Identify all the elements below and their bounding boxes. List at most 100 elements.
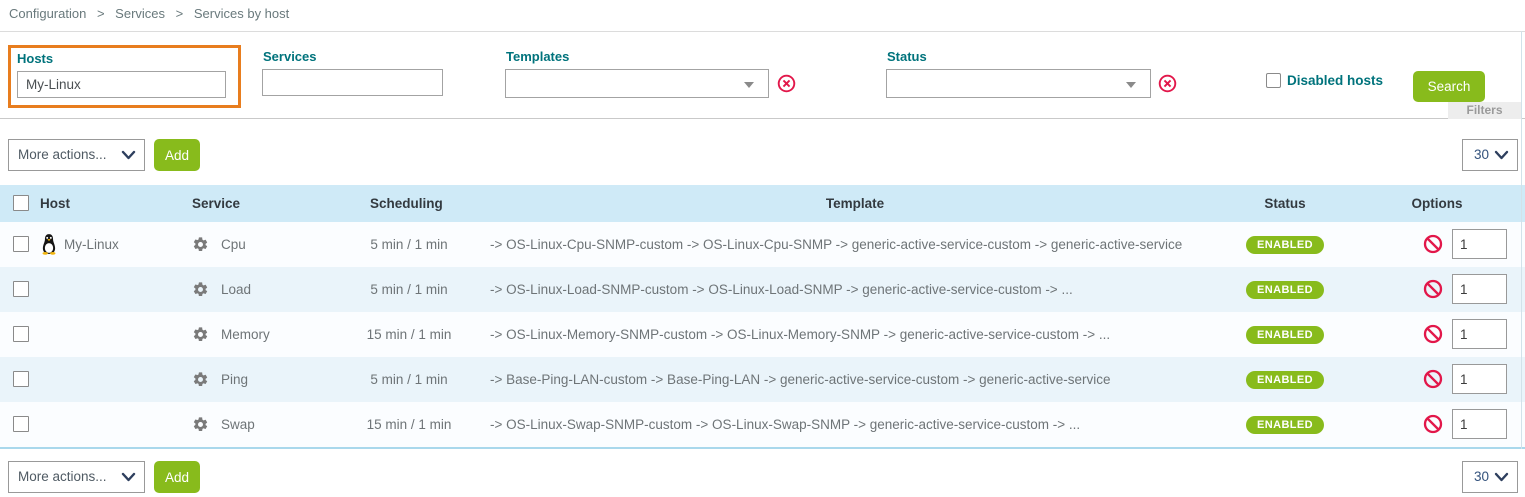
select-all-checkbox[interactable] [13,195,29,211]
scheduling-value: 5 min / 1 min [370,372,448,387]
chevron-down-icon [121,472,136,482]
row-checkbox[interactable] [13,416,29,432]
templates-filter-label: Templates [506,49,570,64]
host-name[interactable]: My-Linux [64,237,119,252]
gear-icon [193,417,208,432]
triangle-down-icon [744,82,754,88]
column-header-options: Options [1411,196,1463,211]
circled-x-icon[interactable] [777,74,796,93]
prohibited-icon[interactable] [1423,324,1443,344]
scheduling-value: 5 min / 1 min [370,282,448,297]
template-chain: -> OS-Linux-Cpu-SNMP-custom -> OS-Linux-… [490,237,1183,252]
scheduling-value: 15 min / 1 min [366,417,452,432]
options-count-input[interactable] [1452,364,1507,394]
status-cell: ENABLED [1237,357,1333,402]
row-checkbox[interactable] [13,236,29,252]
table-row: Swap 15 min / 1 min -> OS-Linux-Swap-SNM… [0,402,1525,447]
template-chain: -> OS-Linux-Load-SNMP-custom -> OS-Linux… [490,282,1073,297]
column-header-service: Service [192,196,241,211]
status-badge: ENABLED [1246,371,1324,390]
gear-icon [193,372,208,387]
service-name[interactable]: Ping [221,372,249,387]
filters-tab-label: Filters [1448,102,1521,119]
breadcrumb-item-services[interactable]: Services [115,6,166,21]
column-header-scheduling: Scheduling [370,196,443,211]
breadcrumb: Configuration > Services > Services by h… [9,6,289,21]
templates-filter-select[interactable] [505,69,769,98]
scheduling-value: 15 min / 1 min [366,327,452,342]
tux-penguin-icon [42,234,56,255]
service-name[interactable]: Swap [221,417,255,432]
add-button[interactable]: Add [154,139,200,171]
gear-icon [193,237,208,252]
status-filter-select[interactable] [886,69,1151,98]
options-count-input[interactable] [1452,274,1507,304]
column-header-template: Template [825,196,885,211]
row-checkbox[interactable] [13,326,29,342]
options-count-input[interactable] [1452,229,1507,259]
prohibited-icon[interactable] [1423,369,1443,389]
services-filter-label: Services [263,49,317,64]
row-checkbox[interactable] [13,281,29,297]
chevron-down-icon [1494,472,1509,482]
template-chain: -> OS-Linux-Memory-SNMP-custom -> OS-Lin… [490,327,1111,342]
breadcrumb-separator: > [96,6,105,21]
prohibited-icon[interactable] [1423,279,1443,299]
status-cell: ENABLED [1237,402,1333,447]
status-badge: ENABLED [1246,326,1324,345]
status-badge: ENABLED [1246,281,1324,300]
breadcrumb-item-services-by-host[interactable]: Services by host [193,6,290,21]
status-cell: ENABLED [1237,267,1333,312]
status-cell: ENABLED [1237,222,1333,267]
filter-panel: Hosts Services Templates Status Disabled… [0,31,1525,119]
page-size-select[interactable]: 30 [1462,461,1518,493]
circled-x-icon[interactable] [1158,74,1177,93]
page-size-value: 30 [1474,469,1490,484]
disabled-hosts-checkbox[interactable] [1266,73,1281,88]
panel-right-border [1521,31,1522,449]
service-name[interactable]: Cpu [221,237,246,252]
template-chain: -> Base-Ping-LAN-custom -> Base-Ping-LAN… [490,372,1111,387]
disabled-hosts-label: Disabled hosts [1287,73,1384,88]
table-header: Host Service Scheduling Template Status … [0,185,1525,222]
more-actions-select[interactable]: More actions... [8,139,145,171]
template-chain: -> OS-Linux-Swap-SNMP-custom -> OS-Linux… [490,417,1081,432]
more-actions-value: More actions... [18,469,107,484]
column-header-status: Status [1264,196,1306,211]
hosts-filter-input[interactable] [17,71,226,98]
status-badge: ENABLED [1246,416,1324,435]
prohibited-icon[interactable] [1423,414,1443,434]
search-button[interactable]: Search [1413,71,1485,102]
options-count-input[interactable] [1452,319,1507,349]
options-count-input[interactable] [1452,409,1507,439]
page-size-value: 30 [1474,147,1490,162]
table-bottom-border [0,447,1525,449]
scheduling-value: 5 min / 1 min [370,237,448,252]
chevron-down-icon [1494,150,1509,160]
prohibited-icon[interactable] [1423,234,1443,254]
service-name[interactable]: Memory [221,327,270,342]
table-row: Ping 5 min / 1 min -> Base-Ping-LAN-cust… [0,357,1525,402]
gear-icon [193,327,208,342]
status-filter-label: Status [887,49,927,64]
column-header-host: Host [40,196,70,211]
gear-icon [193,282,208,297]
triangle-down-icon [1126,82,1136,88]
add-button[interactable]: Add [154,461,200,493]
status-cell: ENABLED [1237,312,1333,357]
row-checkbox[interactable] [13,371,29,387]
service-name[interactable]: Load [221,282,252,297]
hosts-filter-label: Hosts [17,51,54,66]
hosts-filter-highlight-box: Hosts [8,45,241,108]
services-filter-input[interactable] [262,69,443,96]
breadcrumb-item-configuration[interactable]: Configuration [9,6,87,21]
chevron-down-icon [121,150,136,160]
more-actions-select[interactable]: More actions... [8,461,145,493]
more-actions-value: More actions... [18,147,107,162]
breadcrumb-separator: > [175,6,184,21]
table-row: Memory 15 min / 1 min -> OS-Linux-Memory… [0,312,1525,357]
table-row: My-Linux Cpu 5 min / 1 min -> OS-Linux-C… [0,222,1525,267]
page-size-select[interactable]: 30 [1462,139,1518,171]
status-badge: ENABLED [1246,236,1324,255]
